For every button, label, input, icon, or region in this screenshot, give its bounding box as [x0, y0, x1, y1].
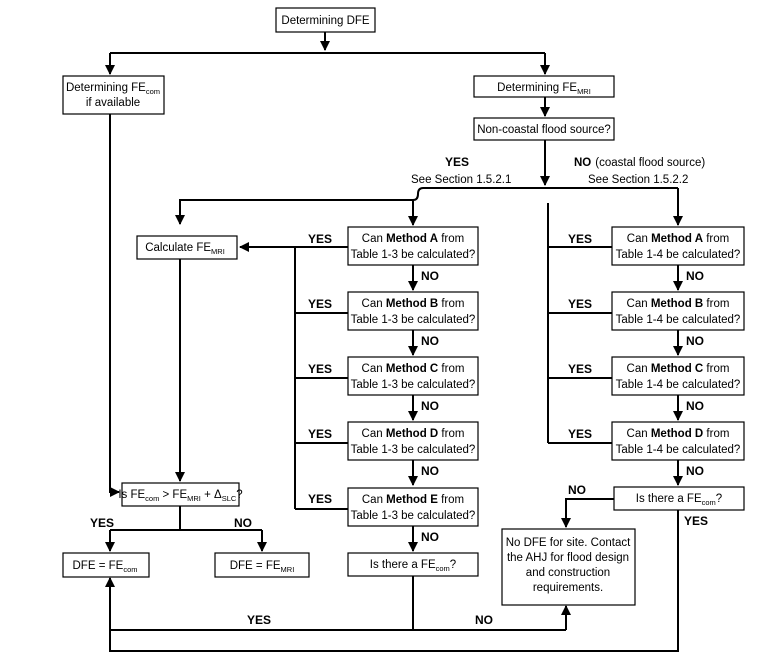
label-no-right-c: NO [686, 399, 704, 413]
label-yes-left-a: YES [308, 232, 332, 246]
label-no-right-b: NO [686, 334, 704, 348]
right-method-a-line1: Can Method A from [627, 233, 729, 245]
node-root: Determining DFE [275, 7, 376, 33]
connectors [105, 32, 683, 652]
left-method-a-line1: Can Method A from [362, 233, 464, 245]
label-no-left-d: NO [421, 464, 439, 478]
label-yes-right-d: YES [568, 427, 592, 441]
label-no-right-fecom: NO [568, 483, 586, 497]
node-dfe-femri: DFE = FEMRI [214, 552, 310, 578]
label-yes-left-b: YES [308, 297, 332, 311]
node-determining-femri: Determining FEMRI [473, 75, 615, 98]
node-dfe-fecom-label: DFE = FEcom [73, 560, 138, 574]
label-yes-right-a: YES [568, 232, 592, 246]
node-noncoastal-label: Non-coastal flood source? [477, 124, 611, 136]
node-calculate-femri-label: Calculate FEMRI [145, 242, 225, 256]
left-method-b-line2: Table 1-3 be calculated? [351, 314, 476, 326]
right-method-b: Can Method B from Table 1-4 be calculate… [611, 291, 745, 331]
left-method-d-line1: Can Method D from [362, 428, 465, 440]
label-no-left-b: NO [421, 334, 439, 348]
left-method-c-line1: Can Method C from [362, 363, 465, 375]
label-yes-left-d: YES [308, 427, 332, 441]
node-no-dfe: No DFE for site. Contact the AHJ for flo… [501, 528, 636, 606]
node-determining-fecom-label: Determining FEcom [66, 82, 160, 96]
node-determining-femri-label: Determining FEMRI [497, 82, 591, 96]
node-mid-fecom-question-label: Is there a FEcom? [370, 559, 456, 573]
label-see-section-right: See Section 1.5.2.2 [588, 174, 688, 186]
node-dfe-femri-label: DFE = FEMRI [230, 560, 295, 574]
label-no-left-c: NO [421, 399, 439, 413]
right-method-c-line1: Can Method C from [627, 363, 730, 375]
left-method-e-line2: Table 1-3 be calculated? [351, 510, 476, 522]
label-no-right-a: NO [686, 269, 704, 283]
label-yes-right-fecom: YES [684, 514, 708, 528]
node-root-label: Determining DFE [281, 15, 370, 27]
left-method-b-line1: Can Method B from [362, 298, 465, 310]
node-no-dfe-line2: the AHJ for flood design [507, 552, 629, 564]
label-yes-right-b: YES [568, 297, 592, 311]
label-yes-bottom: YES [247, 613, 271, 627]
label-no-right-d: NO [686, 464, 704, 478]
label-yes-left-e: YES [308, 492, 332, 506]
node-no-dfe-line1: No DFE for site. Contact [506, 537, 631, 549]
node-compare-label: Is FEcom > FEMRI + ΔSLC? [118, 489, 242, 503]
right-method-d-line1: Can Method D from [627, 428, 730, 440]
left-method-a: Can Method A from Table 1-3 be calculate… [347, 226, 479, 266]
node-determining-fecom-line2: if available [86, 97, 140, 109]
label-no-compare: NO [234, 516, 252, 530]
right-method-a: Can Method A from Table 1-4 be calculate… [611, 226, 745, 266]
left-method-b: Can Method B from Table 1-3 be calculate… [347, 291, 479, 331]
node-compare: Is FEcom > FEMRI + ΔSLC? [118, 482, 243, 507]
right-method-d: Can Method D from Table 1-4 be calculate… [611, 421, 745, 461]
left-method-e-line1: Can Method E from [362, 494, 464, 506]
node-mid-fecom-question: Is there a FEcom? [347, 552, 479, 577]
node-calculate-femri: Calculate FEMRI [136, 235, 238, 260]
node-determining-fecom: Determining FEcom if available [62, 75, 165, 115]
label-yes-right-c: YES [568, 362, 592, 376]
label-see-section-left: See Section 1.5.2.1 [411, 174, 511, 186]
node-no-dfe-line4: requirements. [533, 582, 603, 594]
right-method-d-line2: Table 1-4 be calculated? [616, 444, 741, 456]
node-no-dfe-line3: and construction [526, 567, 610, 579]
label-no-coastal: NO(coastal flood source) [574, 157, 705, 169]
node-dfe-fecom: DFE = FEcom [62, 552, 150, 578]
label-yes-left-c: YES [308, 362, 332, 376]
left-method-d-line2: Table 1-3 be calculated? [351, 444, 476, 456]
left-method-c-line2: Table 1-3 be calculated? [351, 379, 476, 391]
right-method-b-line1: Can Method B from [627, 298, 730, 310]
right-method-a-line2: Table 1-4 be calculated? [616, 249, 741, 261]
right-method-b-line2: Table 1-4 be calculated? [616, 314, 741, 326]
label-no-left-e: NO [421, 530, 439, 544]
label-yes-noncoastal: YES [445, 155, 469, 169]
node-noncoastal: Non-coastal flood source? [473, 117, 615, 141]
node-right-fecom-question: Is there a FEcom? [613, 486, 745, 511]
left-method-d: Can Method D from Table 1-3 be calculate… [347, 421, 479, 461]
left-method-e: Can Method E from Table 1-3 be calculate… [347, 487, 479, 527]
left-method-a-line2: Table 1-3 be calculated? [351, 249, 476, 261]
right-method-c: Can Method C from Table 1-4 be calculate… [611, 356, 745, 396]
label-no-left-a: NO [421, 269, 439, 283]
right-method-c-line2: Table 1-4 be calculated? [616, 379, 741, 391]
label-no-bottom: NO [475, 613, 493, 627]
left-method-c: Can Method C from Table 1-3 be calculate… [347, 356, 479, 396]
node-right-fecom-question-label: Is there a FEcom? [636, 493, 722, 507]
label-yes-compare: YES [90, 516, 114, 530]
edge-labels: YES See Section 1.5.2.1 NO(coastal flood… [90, 155, 708, 627]
